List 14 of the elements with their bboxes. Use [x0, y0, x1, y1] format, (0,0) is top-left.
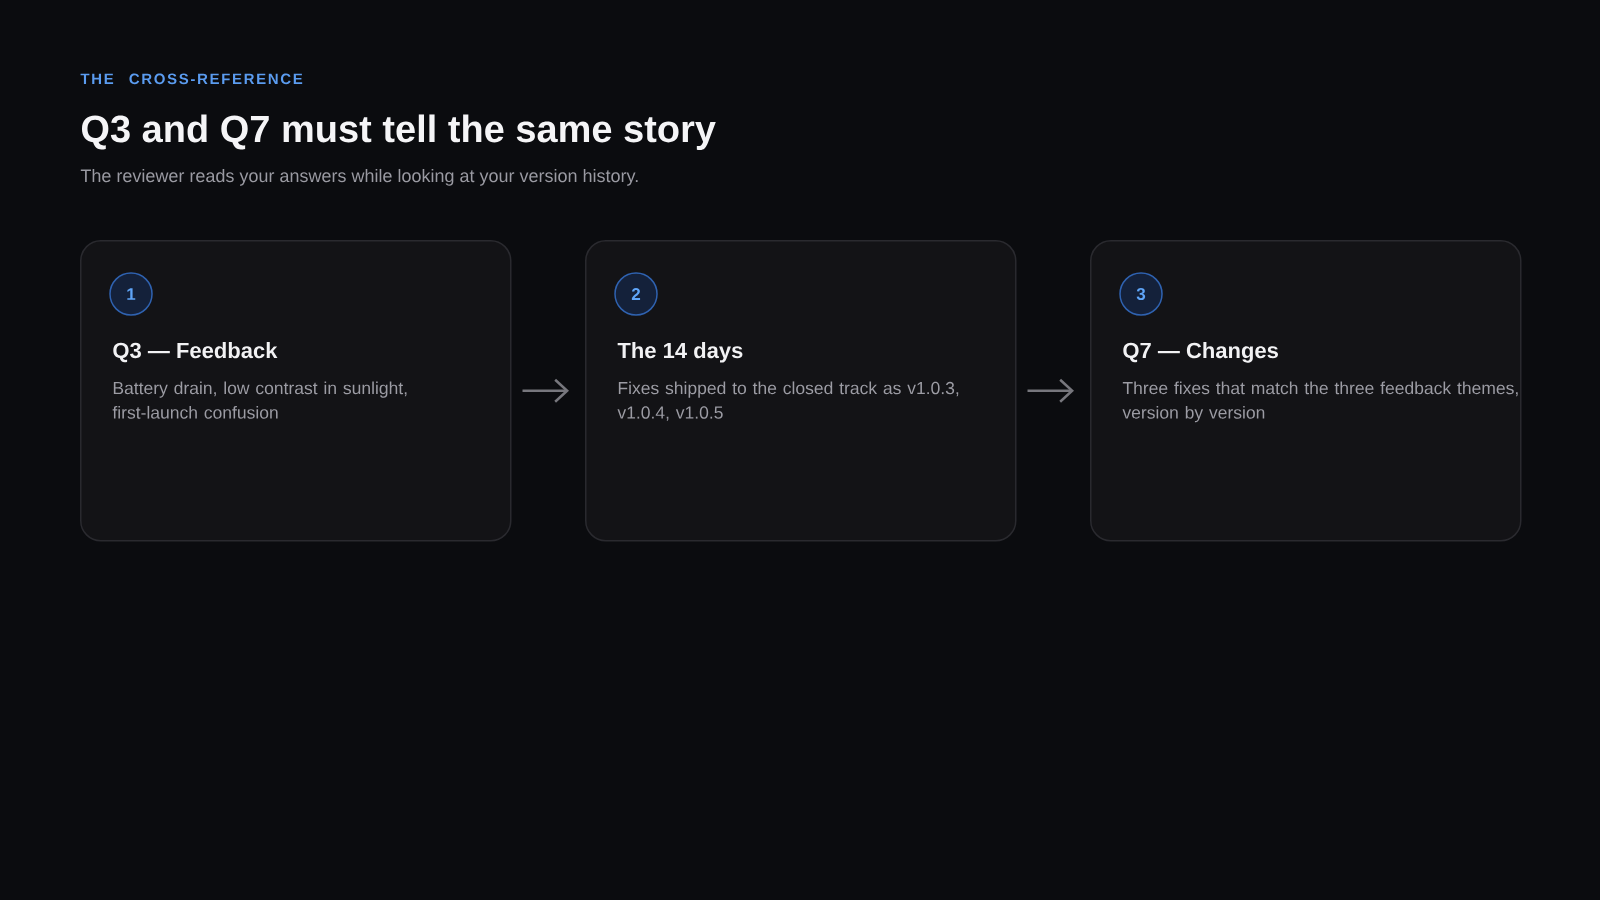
card-text: Three fixes that match the three feedback themes, version by version — [1122, 381, 1518, 423]
arrow — [1027, 378, 1074, 403]
subtitle: The reviewer reads your answers while looking at your version history. — [80, 168, 638, 186]
card — [1090, 240, 1522, 542]
card-heading: Q7 — Changes — [1123, 342, 1278, 363]
title: Q3 and Q7 must tell the same story — [81, 114, 716, 150]
card — [80, 240, 512, 542]
arrow — [522, 378, 569, 403]
card-text: Battery drain, low contrast in sunlight, first-launch confusion — [112, 381, 407, 419]
card — [585, 240, 1017, 542]
card-heading: Q3 — Feedback — [113, 342, 278, 363]
card-heading: The 14 days — [617, 342, 743, 363]
eyebrow: THE CROSS-REFERENCE — [80, 73, 303, 85]
card-text: Fixes shipped to the closed track as v1.0.3, v1.0.4, v1.0.5 — [617, 381, 959, 421]
